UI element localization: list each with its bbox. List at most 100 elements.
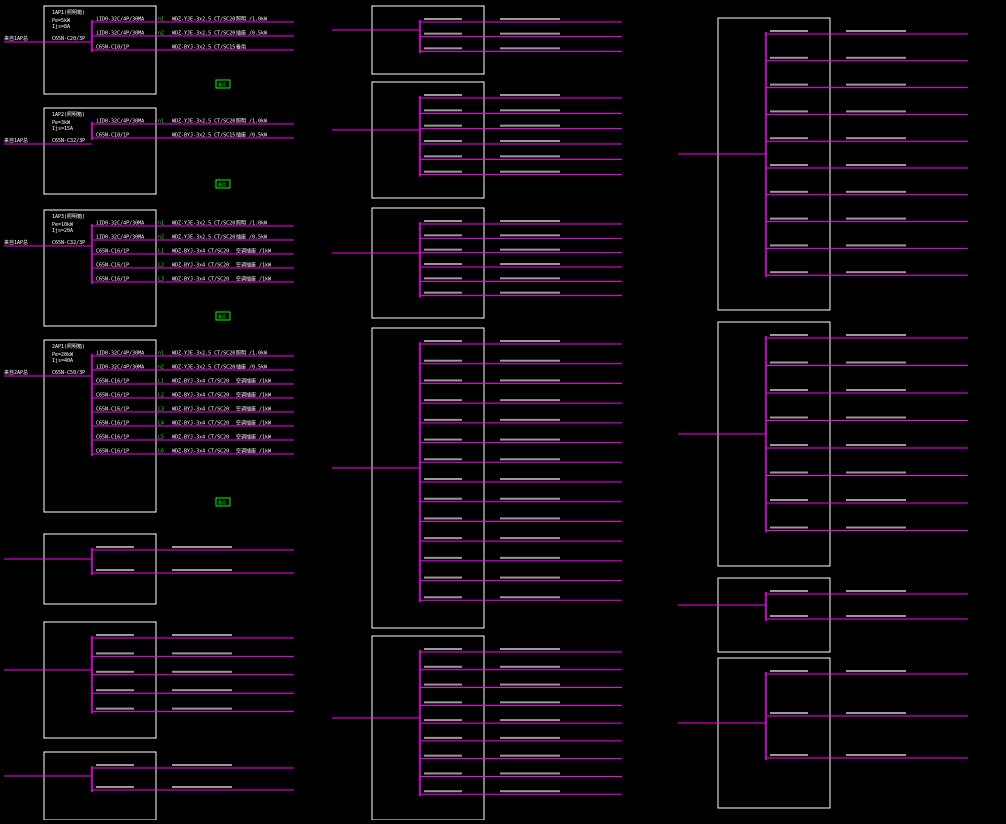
branch-cable-mark — [846, 137, 906, 140]
branch-circuit: L5 — [158, 435, 164, 441]
branch-label-mark — [424, 234, 462, 237]
branch-device: iID0-32C/4P/30MA — [96, 235, 144, 241]
branch-label-mark — [770, 137, 808, 140]
branch-device: C65N-C16/1P — [96, 249, 129, 255]
branch-label-mark — [770, 334, 808, 336]
panel-param: Ijs=8A — [52, 24, 70, 30]
right-column — [4, 5, 968, 821]
branch-label-mark — [424, 648, 462, 650]
branch-cable-mark — [846, 416, 906, 419]
branch-circuit: n2 — [158, 235, 164, 241]
branch-cable: WDZ-BYJ-3x4 CT/SC20 — [172, 263, 229, 269]
branch-load: 空调插座 /1kW — [236, 276, 272, 283]
branch-cable-mark — [500, 438, 560, 441]
branch-label-mark — [770, 499, 808, 501]
panel-frame — [371, 81, 485, 199]
feed-label: 来自2AP总 — [4, 369, 28, 376]
branch-label-mark — [424, 458, 462, 461]
branch-cable-mark — [846, 164, 906, 166]
branch-label-mark — [424, 683, 462, 686]
branch-cable-mark — [846, 499, 906, 501]
branch-cable-mark — [500, 556, 560, 559]
tag-text: 备用 — [218, 81, 226, 87]
branch-cable-mark — [172, 670, 232, 673]
branch-cable-mark — [500, 701, 560, 704]
branch-cable-mark — [846, 217, 906, 220]
branch-load: 空调插座 /1kW — [236, 448, 272, 455]
branch-cable-mark — [500, 359, 560, 362]
branch-cable-mark — [500, 140, 560, 142]
branch-label-mark — [770, 110, 808, 113]
main-switch-label: C65N-C50/3P — [52, 370, 85, 376]
panel-param: Ijs=15A — [52, 126, 73, 132]
branch-cable-mark — [500, 537, 560, 540]
branch-label-mark — [770, 361, 808, 364]
branch-cable: WDZ-YJE-3x2.5 CT/SC20 — [172, 235, 235, 241]
panel-param: Pe=3kW — [52, 120, 71, 126]
tag-badge: 备用 — [215, 311, 231, 321]
branch-label-mark — [424, 277, 462, 280]
branch-circuit: n2 — [158, 365, 164, 371]
main-switch-label: C65N-C32/3P — [52, 240, 85, 246]
branch-cable-mark — [172, 707, 232, 710]
branch-cable-mark — [500, 18, 560, 20]
branch-cable: WDZ-BYJ-3x4 CT/SC20 — [172, 393, 229, 399]
tag-badge: 备用 — [215, 497, 231, 507]
branch-label-mark — [96, 569, 134, 571]
branch-label-mark — [96, 786, 134, 788]
branch-label-mark — [424, 701, 462, 704]
branch-cable: WDZ-YJE-3x2.5 CT/SC20 — [172, 221, 235, 227]
panel-frame — [371, 327, 485, 629]
branch-cable-mark — [500, 576, 560, 579]
branch-circuit: n2 — [158, 31, 164, 37]
panel-title: 1AP2(照明箱) — [52, 111, 85, 118]
panel-box-outline — [4, 621, 294, 739]
branch-cable-mark — [500, 497, 560, 500]
branch-cable-mark — [172, 569, 232, 571]
branch-cable-mark — [172, 652, 232, 655]
branch-label-mark — [424, 418, 462, 421]
branch-cable-mark — [500, 379, 560, 382]
branch-cable-mark — [846, 361, 906, 364]
branch-label-mark — [770, 164, 808, 166]
branch-cable-mark — [172, 764, 232, 766]
branch-cable-mark — [846, 670, 906, 672]
branch-load: 备用 — [236, 44, 246, 51]
branch-label-mark — [424, 109, 462, 112]
branch-cable: WDZ-BYJ-3x4 CT/SC20 — [172, 249, 229, 255]
panel-param: Ijs=20A — [52, 228, 73, 234]
branch-load: 空调插座 /1kW — [236, 406, 272, 413]
branch-label-mark — [424, 170, 462, 173]
branch-label-mark — [424, 47, 462, 50]
branch-label-mark — [424, 399, 462, 402]
panel-box-outline — [332, 635, 622, 821]
branch-cable: WDZ-YJE-3x2.5 CT/SC20 — [172, 17, 235, 23]
branch-cable-mark — [172, 786, 232, 788]
branch-label-mark — [424, 665, 462, 668]
branch-load: 空调插座 /1kW — [236, 434, 272, 441]
panel-title: 2AP1(照明箱) — [52, 343, 85, 350]
panel-box-outline — [332, 207, 622, 319]
branch-cable-mark — [846, 30, 906, 32]
branch-label-mark — [424, 359, 462, 362]
branch-cable-mark — [500, 458, 560, 461]
branch-cable-mark — [846, 190, 906, 193]
branch-label-mark — [770, 30, 808, 32]
branch-label-mark — [770, 615, 808, 617]
branch-cable: WDZ-BYJ-3x4 CT/SC20 — [172, 277, 229, 283]
branch-cable-mark — [500, 648, 560, 650]
branch-label-mark — [770, 712, 808, 714]
panel-param: Pe=10kW — [52, 222, 74, 228]
branch-circuit: L2 — [158, 263, 164, 269]
branch-circuit: n1 — [158, 351, 164, 357]
branch-device: iID0-32C/4P/30MA — [96, 31, 144, 37]
branch-device: C65N-C16/1P — [96, 263, 129, 269]
branch-circuit: L1 — [158, 379, 164, 385]
panel-box-outline — [678, 657, 968, 809]
main-switch-label: C65N-C20/3P — [52, 36, 85, 42]
branch-cable-mark — [500, 94, 560, 96]
